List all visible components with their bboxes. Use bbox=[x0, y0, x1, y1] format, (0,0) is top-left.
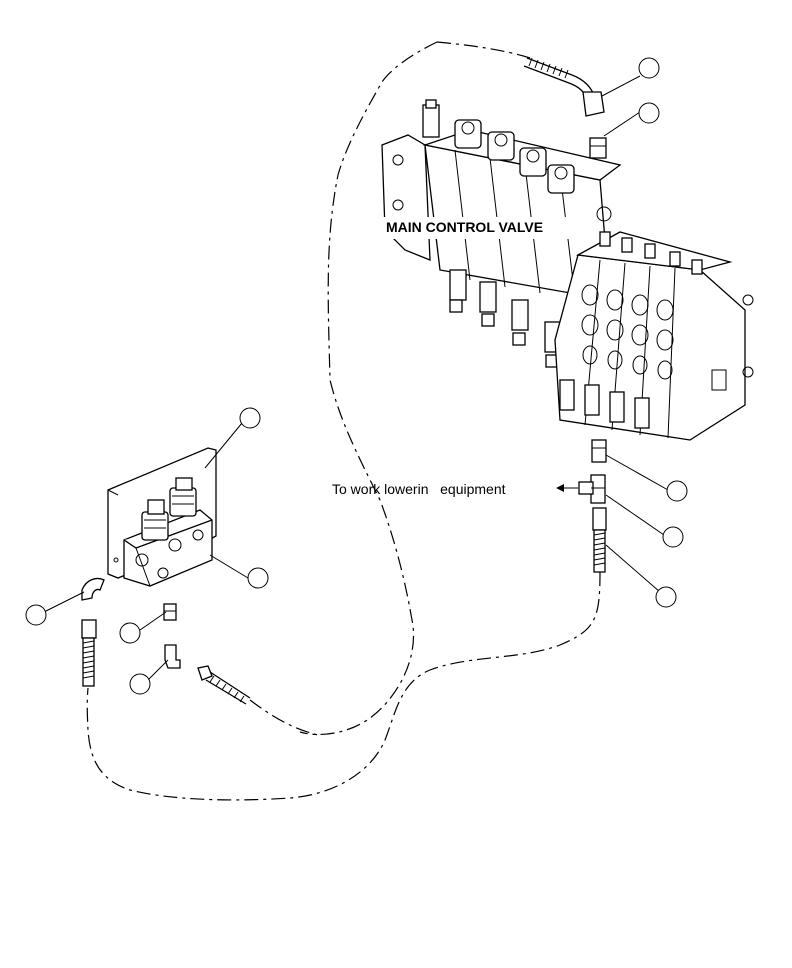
tee-fitting bbox=[578, 474, 606, 504]
callout-4 bbox=[662, 526, 684, 548]
to-work-arrowhead bbox=[556, 484, 564, 492]
routing-line-top bbox=[436, 41, 531, 59]
callout-5 bbox=[655, 586, 677, 608]
routing-line-right bbox=[86, 571, 601, 801]
elbow-adapter bbox=[164, 644, 181, 669]
right-hose bbox=[592, 507, 607, 573]
callout-8 bbox=[25, 604, 47, 626]
callout-2 bbox=[638, 102, 660, 124]
callout-9 bbox=[119, 622, 141, 644]
lower-valve-fitting bbox=[591, 439, 607, 463]
left-elbow-fitting bbox=[81, 577, 105, 601]
callout-leaders bbox=[43, 75, 669, 681]
lower-hose bbox=[197, 665, 251, 705]
main-control-valve bbox=[381, 99, 754, 441]
callout-1 bbox=[638, 57, 660, 79]
upper-fitting bbox=[589, 137, 607, 159]
callout-7 bbox=[247, 567, 269, 589]
left-hose bbox=[81, 619, 97, 687]
callout-3 bbox=[666, 480, 688, 502]
callout-circles bbox=[25, 57, 688, 695]
solenoid-valve-assembly bbox=[107, 447, 217, 587]
callout-6 bbox=[239, 407, 261, 429]
routing-line-upper bbox=[299, 41, 438, 735]
callout-10 bbox=[129, 673, 151, 695]
to-work-lowering-label: To work lowerin equipment bbox=[332, 481, 506, 497]
adapter-fitting bbox=[163, 603, 177, 621]
main-control-valve-label: MAIN CONTROL VALVE bbox=[386, 219, 543, 235]
upper-hose bbox=[523, 57, 605, 117]
routing-line-lower-hose bbox=[249, 699, 319, 736]
